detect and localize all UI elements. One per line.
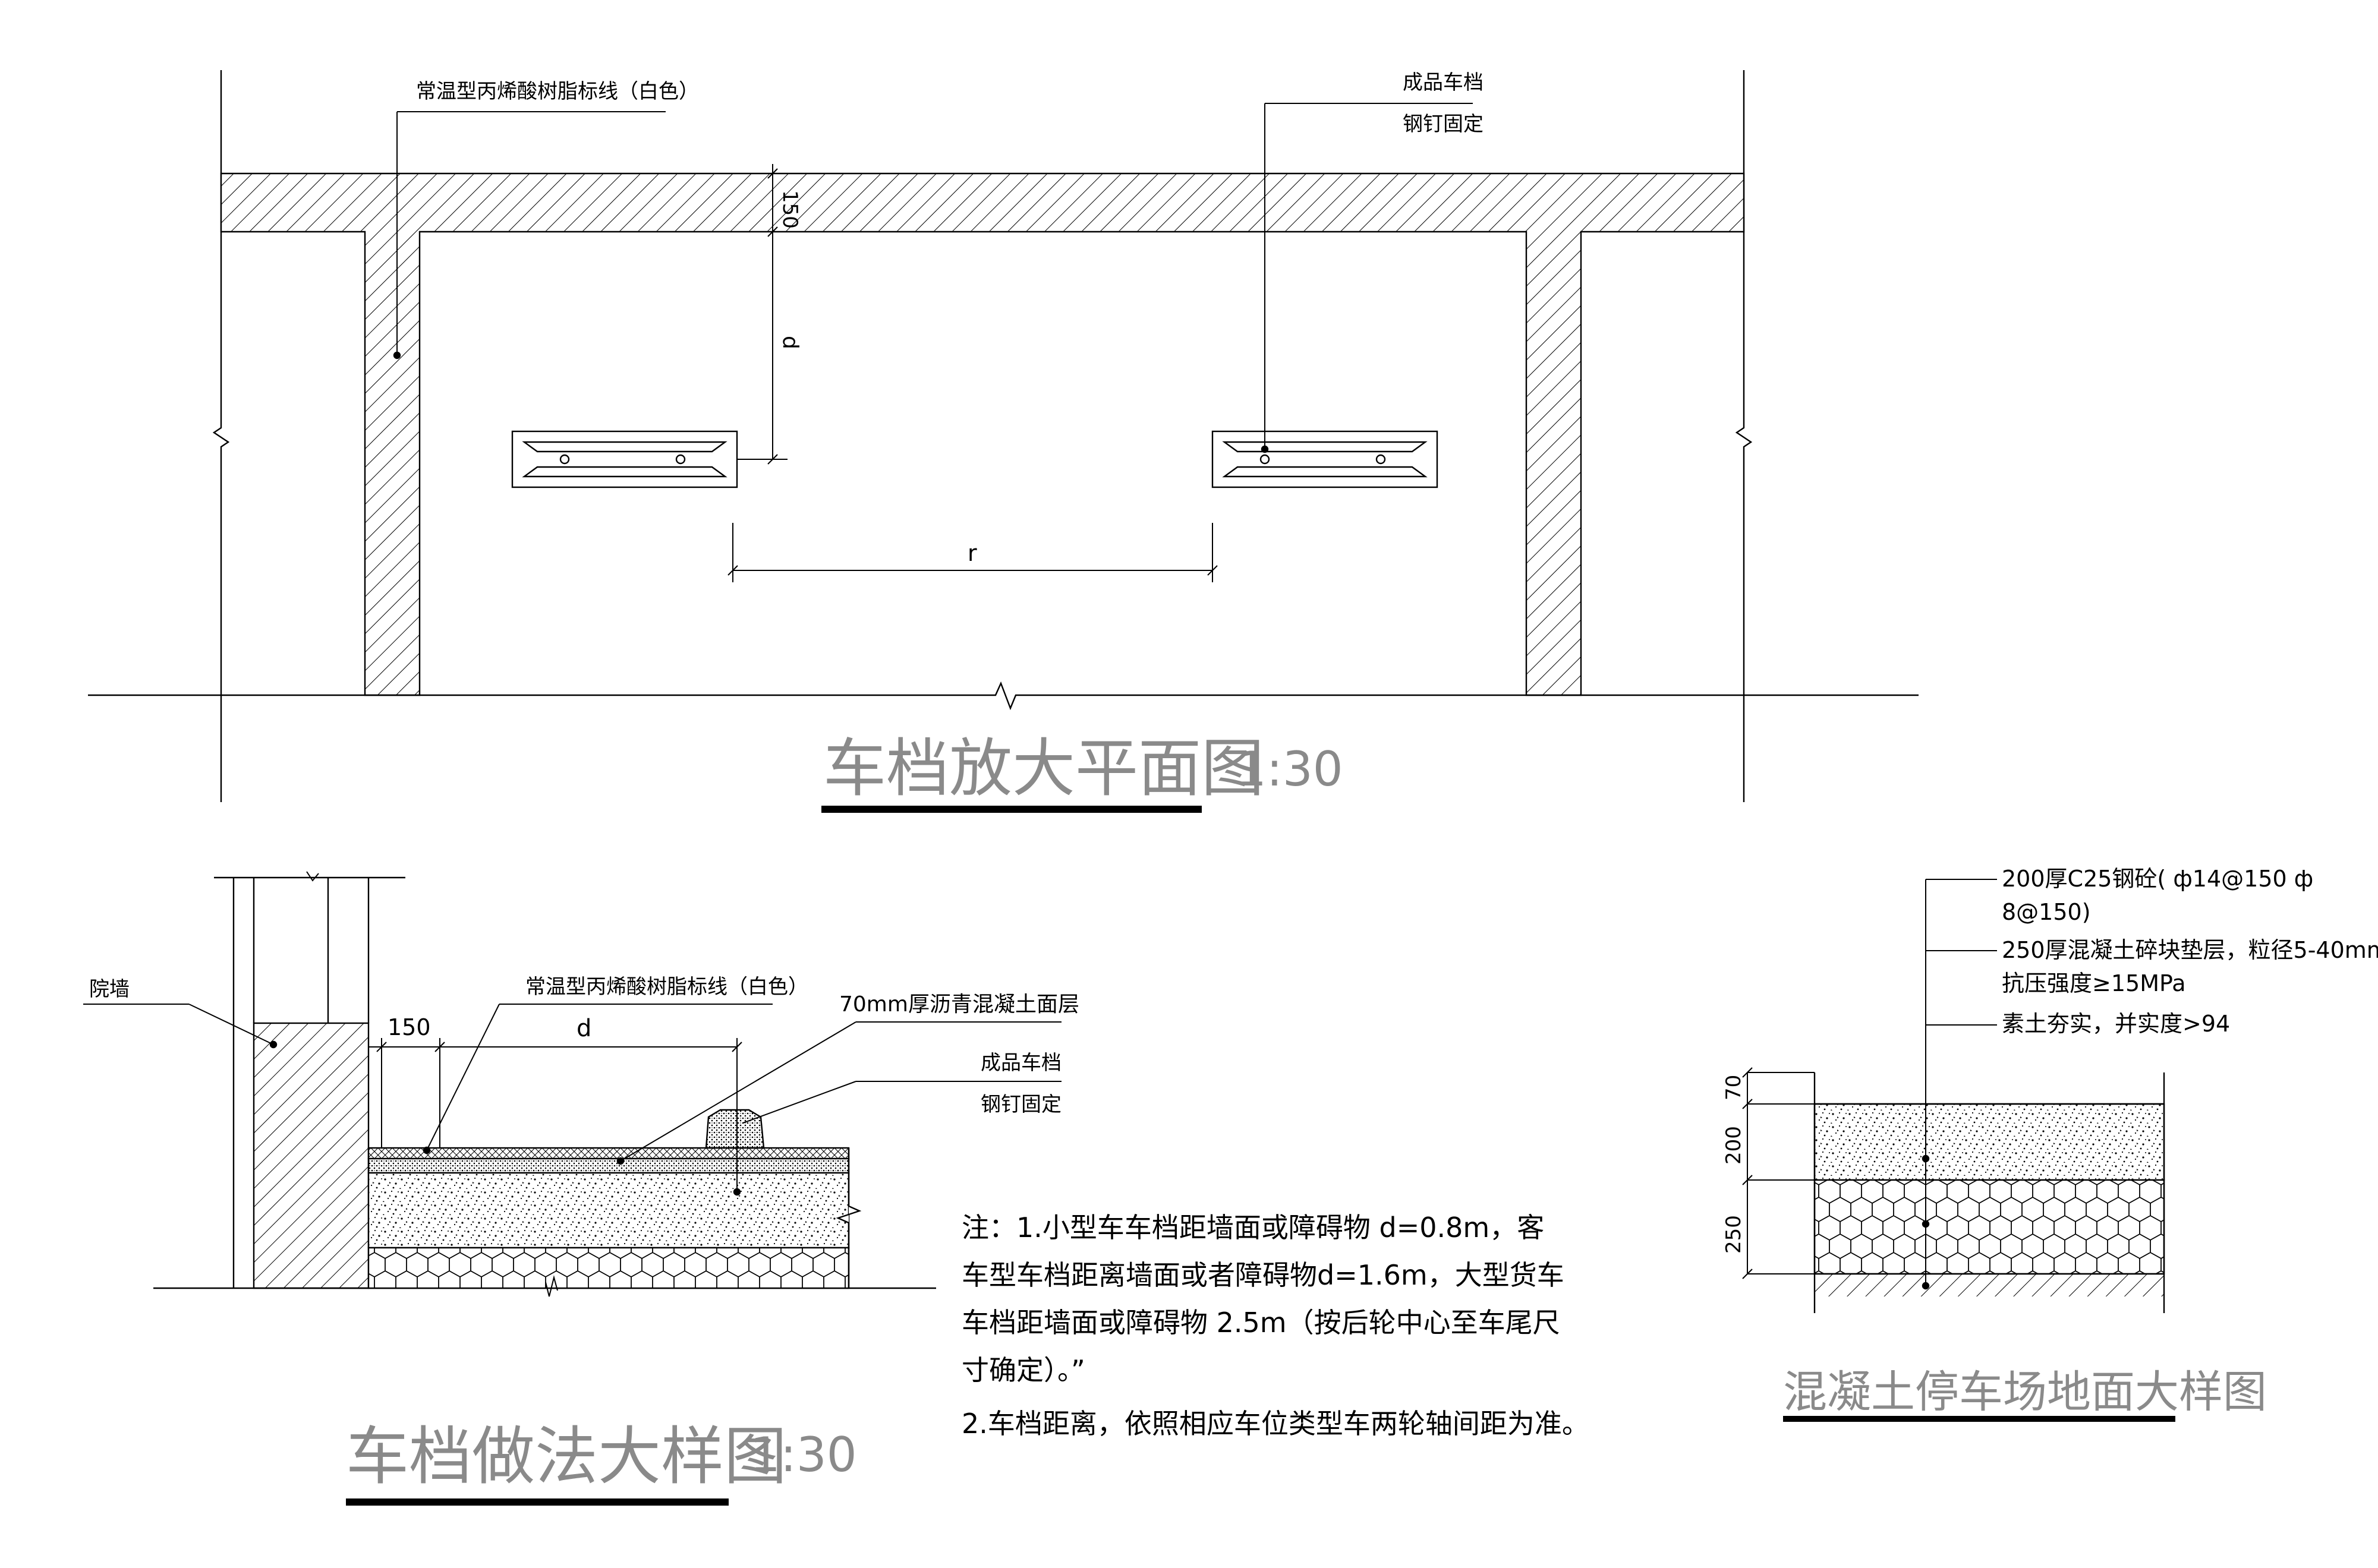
- section-label-marking: 常温型丙烯酸树脂标线（白色）: [525, 975, 808, 999]
- section-dim-d: d: [577, 1015, 591, 1042]
- plan-dimension-vertical: [737, 164, 788, 465]
- pavement-soil-layer: [1815, 1274, 2164, 1296]
- pavement-dim-bottom: 250: [1722, 1215, 1746, 1254]
- plan-label-fixing: 钢钉固定: [1403, 112, 1484, 136]
- plan-dim-r: r: [968, 540, 977, 566]
- section-title: 车档做法大样图: [346, 1420, 787, 1493]
- plan-dim-wall: 150: [778, 190, 802, 229]
- plan-stopper-right: [1211, 430, 1438, 488]
- section-dimensions: [368, 1038, 742, 1194]
- plan-right-break-line: [1735, 70, 1753, 802]
- plan-stopper-left: [511, 430, 738, 488]
- pavement-gravel-layer: [1813, 1179, 2165, 1275]
- note-line: 注：1.小型车车档距墙面或障碍物 d=0.8m，客: [962, 1212, 1544, 1244]
- plan-dimension-r: [727, 523, 1218, 582]
- pavement-dimensions: [1742, 1067, 2164, 1279]
- section-label-fixing: 钢钉固定: [981, 1093, 1062, 1116]
- section-label-stopper: 成品车档: [981, 1051, 1062, 1075]
- plan-label-stopper: 成品车档: [1403, 71, 1484, 94]
- pavement-dim-mid: 200: [1722, 1126, 1746, 1165]
- section-label-wall: 院墙: [89, 977, 130, 1001]
- section-right-break: [836, 1148, 862, 1288]
- pavement-title: 混凝土停车场地面大样图: [1783, 1367, 2267, 1418]
- pavement-layer3: 素土夯实，并实度>94: [2002, 1011, 2230, 1037]
- note-line: 车档距墙面或障碍物 2.5m（按后轮中心至车尾尺: [962, 1307, 1560, 1339]
- plan-wall-hatched: [220, 172, 1745, 696]
- note-line: 车型车档距离墙面或者障碍物d=1.6m，大型货车: [962, 1259, 1564, 1291]
- section-gravel-layer: [367, 1247, 850, 1289]
- section-dim-wall: 150: [388, 1014, 431, 1040]
- section-leaders: [83, 1004, 1062, 1162]
- plan-leaders: [396, 103, 1473, 449]
- section-view: [83, 871, 1062, 1506]
- pavement-concrete-layer: [1813, 1103, 2165, 1181]
- pavement-layer2-line2: 抗压强度≥15MPa: [2002, 970, 2185, 996]
- note-line: 寸确定）。”: [962, 1354, 1085, 1386]
- plan-dim-d: d: [778, 336, 802, 349]
- section-marking-layer: [367, 1147, 850, 1160]
- plan-leader-dot: [1261, 445, 1269, 453]
- section-concrete-layer: [367, 1172, 850, 1249]
- plan-left-break-line: [212, 70, 230, 802]
- pavement-layer2-line1: 250厚混凝土碎块垫层，粒径5-40mm，: [2002, 937, 2378, 963]
- section-wall-hatched: [253, 1022, 370, 1289]
- section-stopper: [705, 1109, 765, 1149]
- plan-leader-dot: [393, 351, 401, 359]
- note-line: 2.车档距离，依照相应车位类型车两轮轴间距为准。: [962, 1408, 1589, 1440]
- plan-view: [88, 70, 1919, 813]
- section-scale: 1:30: [750, 1427, 857, 1482]
- plan-title: 车档放大平面图: [823, 732, 1264, 805]
- pavement-dim-top: 70: [1722, 1075, 1746, 1100]
- pavement-detail: [1742, 879, 2175, 1422]
- pavement-leaders: [1925, 879, 1997, 1288]
- plan-scale: 1:30: [1236, 742, 1343, 797]
- section-asphalt-layer: [367, 1157, 850, 1174]
- pavement-layer1-line2: 8@150): [2002, 899, 2091, 925]
- pavement-layer1-line1: 200厚C25钢砼( ф14@150 ф: [2002, 866, 2313, 892]
- notes-block: 注：1.小型车车档距墙面或障碍物 d=0.8m，客 车型车档距离墙面或者障碍物d…: [962, 1212, 1589, 1440]
- plan-ground-line: [88, 681, 1919, 711]
- plan-label-marking: 常温型丙烯酸树脂标线（白色）: [416, 80, 699, 103]
- section-label-asphalt: 70mm厚沥青混凝土面层: [839, 992, 1079, 1017]
